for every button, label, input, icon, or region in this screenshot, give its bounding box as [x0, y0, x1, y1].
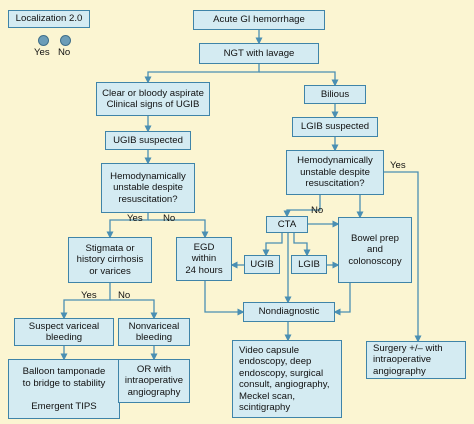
- arrow-bowel-to-nondiagnostic: [333, 283, 351, 316]
- node-lgib: LGIB: [291, 255, 327, 274]
- edge-label-upper-yes: Yes: [127, 213, 143, 224]
- arrow-hemo-lower-yes: [384, 171, 422, 343]
- edge-label-upper-no: No: [163, 213, 176, 224]
- node-or-intraoperative-text: OR with intraoperative angiography: [124, 363, 184, 398]
- node-video-capsule-text: Video capsule endoscopy, deep endoscopy,…: [239, 344, 330, 414]
- arrow-hemo-upper-no: [148, 219, 209, 239]
- node-nondiagnostic: Nondiagnostic: [243, 302, 335, 322]
- node-lgib-suspected: LGIB suspected: [292, 117, 378, 137]
- edge-label-lower-yes: Yes: [390, 160, 406, 171]
- node-clear-bloody-aspirate: Clear or bloody aspirate Clinical signs …: [96, 82, 210, 116]
- node-surgery-intraoperative: Surgery +/– with intraoperative angiogra…: [366, 341, 466, 379]
- legend-no-icon: [60, 35, 71, 46]
- node-lgib-text: LGIB: [298, 258, 320, 270]
- edge-label-stigmata-yes: Yes: [81, 290, 97, 301]
- node-ngt-lavage-text: NGT with lavage: [223, 47, 295, 59]
- node-suspect-variceal-text: Suspect variceal bleeding: [28, 320, 100, 344]
- node-balloon-tamponade-text: Balloon tamponade to bridge to stability…: [22, 366, 106, 412]
- arrow-stig-yes: [60, 283, 111, 320]
- node-stigmata-cirrhosis: Stigmata or history cirrhosis or varices: [68, 237, 152, 283]
- node-egd-24-hours: EGD within 24 hours: [176, 237, 232, 281]
- node-egd-24-hours-text: EGD within 24 hours: [185, 241, 223, 276]
- node-clear-bloody-aspirate-text: Clear or bloody aspirate Clinical signs …: [102, 87, 204, 111]
- node-surgery-intraoperative-text: Surgery +/– with intraoperative angiogra…: [373, 342, 443, 377]
- node-lgib-suspected-text: LGIB suspected: [300, 121, 370, 133]
- node-ugib-suspected: UGIB suspected: [105, 131, 191, 150]
- node-ugib-suspected-text: UGIB suspected: [113, 134, 183, 146]
- node-cta: CTA: [266, 216, 308, 233]
- node-hemo-unstable-lower-text: Hemodynamically unstable despite resusci…: [297, 155, 373, 190]
- node-cta-text: CTA: [277, 218, 297, 230]
- legend-title: Localization 2.0: [15, 13, 83, 25]
- arrow-cta-to-lgib: [293, 233, 311, 257]
- legend-yes-label: Yes: [34, 47, 50, 58]
- node-acute-gi-hemorrhage: Acute GI hemorrhage: [193, 10, 325, 30]
- arrow-cta-to-ugib: [262, 233, 283, 257]
- arrow-stig-no: [110, 299, 158, 320]
- node-ugib: UGIB: [244, 255, 280, 274]
- legend-title-box: Localization 2.0: [8, 10, 90, 28]
- node-or-intraoperative: OR with intraoperative angiography: [118, 359, 190, 403]
- node-suspect-variceal: Suspect variceal bleeding: [14, 318, 114, 346]
- node-hemo-unstable-lower: Hemodynamically unstable despite resusci…: [286, 150, 384, 195]
- node-hemo-unstable-upper: Hemodynamically unstable despite resusci…: [101, 163, 195, 213]
- arrow-ngt-to-bilious: [259, 71, 339, 87]
- node-nonvariceal-text: Nonvariceal bleeding: [128, 320, 180, 344]
- legend-no-label: No: [58, 47, 71, 58]
- node-video-capsule: Video capsule endoscopy, deep endoscopy,…: [232, 340, 342, 418]
- node-bilious-text: Bilious: [320, 88, 350, 100]
- node-ngt-lavage: NGT with lavage: [199, 43, 319, 64]
- node-balloon-tamponade: Balloon tamponade to bridge to stability…: [8, 359, 120, 419]
- node-bilious: Bilious: [304, 85, 366, 104]
- node-hemo-unstable-upper-text: Hemodynamically unstable despite resusci…: [110, 170, 186, 205]
- arrow-hemo-lower-no: [283, 195, 321, 218]
- node-bowel-prep-colonoscopy: Bowel prep and colonoscopy: [338, 217, 412, 283]
- arrow-hemo-upper-yes: [106, 213, 149, 239]
- node-nondiagnostic-text: Nondiagnostic: [258, 306, 320, 318]
- node-stigmata-cirrhosis-text: Stigmata or history cirrhosis or varices: [76, 242, 144, 277]
- node-nonvariceal: Nonvariceal bleeding: [118, 318, 190, 346]
- edge-label-stigmata-no: No: [118, 290, 131, 301]
- node-acute-gi-hemorrhage-text: Acute GI hemorrhage: [213, 14, 305, 26]
- arrow-egd-to-nondiagnostic: [204, 281, 245, 316]
- node-ugib-text: UGIB: [250, 258, 274, 270]
- arrow-ngt-to-clear: [144, 64, 260, 84]
- legend-yes-icon: [38, 35, 49, 46]
- node-bowel-prep-colonoscopy-text: Bowel prep and colonoscopy: [348, 232, 402, 267]
- edge-label-lower-no: No: [311, 205, 324, 216]
